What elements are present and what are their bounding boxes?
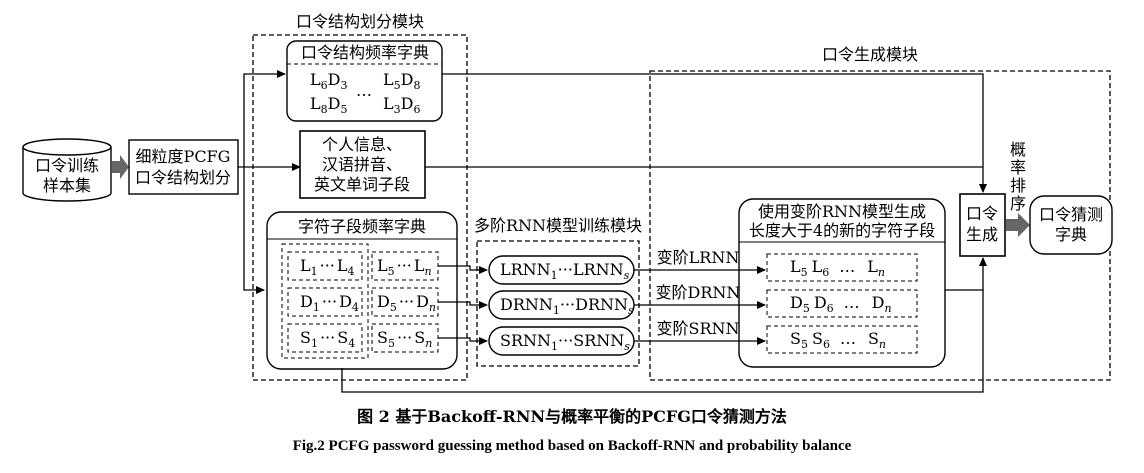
pcfg-split-box xyxy=(128,139,239,195)
char-dict-cell: D5···Dn xyxy=(377,292,436,314)
struct-dict-box xyxy=(286,40,443,122)
structure-module-box xyxy=(252,34,468,381)
struct-dict-title: 口令结构频率字典 xyxy=(301,43,429,62)
generate-box xyxy=(959,193,1006,257)
training-module-box xyxy=(476,240,640,367)
gen-box-title-line1: 使用变阶RNN模型生成 xyxy=(758,202,926,221)
personal-info-line2: 汉语拼音、 xyxy=(322,155,402,174)
rnn-l-label: LRNN1···LRNNs xyxy=(500,260,630,282)
char-dict-cell: S1···S4 xyxy=(300,328,355,350)
caption-english: Fig.2 PCFG password guessing method base… xyxy=(292,438,852,454)
structure-module-label: 口令结构划分模块 xyxy=(296,12,424,31)
char-dict-box xyxy=(266,211,458,370)
edge-label-srnn: 变阶SRNN xyxy=(656,319,739,338)
char-dict-title: 字符子段频率字典 xyxy=(298,217,426,236)
generation-module-label: 口令生成模块 xyxy=(822,45,918,64)
svg-text:率: 率 xyxy=(1010,158,1026,177)
svg-text:排: 排 xyxy=(1010,176,1026,195)
struct-dict-ellipsis: … xyxy=(356,81,372,100)
svg-text:序: 序 xyxy=(1010,194,1026,213)
pcfg-split-line1: 细粒度PCFG xyxy=(136,147,231,166)
char-dict-cell: L1···L4 xyxy=(300,256,355,278)
dataset-label-line2: 样本集 xyxy=(43,176,91,195)
edge-label-drnn: 变阶DRNN xyxy=(656,283,741,302)
struct-cell: L3D6 xyxy=(383,94,420,116)
thick-arrow-dataset xyxy=(112,155,129,179)
dataset-cylinder: 口令训练 样本集 xyxy=(22,138,112,202)
output-box xyxy=(1029,195,1113,255)
thick-arrow-output xyxy=(1006,213,1030,237)
edge-label-lrnn: 变阶LRNN xyxy=(657,248,740,267)
personal-info-line3: 英文单词子段 xyxy=(314,175,410,194)
flow-diagram: 口令结构划分模块 口令生成模块 多阶RNN模型训练模块 口令训练 样本集 细粒度… xyxy=(22,12,1113,393)
personal-info-line1: 个人信息、 xyxy=(322,135,402,154)
sort-label: 概 率 排 序 xyxy=(1010,140,1026,213)
gen-box-title-line2: 长度大于4的新的字符子段 xyxy=(749,221,935,240)
char-dict-cell: S5···Sn xyxy=(377,328,432,350)
caption-chinese: 图 2 基于Backoff-RNN与概率平衡的PCFG口令猜测方法 xyxy=(357,407,787,426)
struct-cell: L8D5 xyxy=(310,94,347,116)
dataset-label-line1: 口令训练 xyxy=(35,156,99,175)
generate-line2: 生成 xyxy=(966,225,998,244)
rnn-d-label: DRNN1···DRNNs xyxy=(500,295,634,317)
char-dict-cell: D1···D4 xyxy=(300,292,359,314)
gen-box xyxy=(738,198,946,368)
training-module-label: 多阶RNN模型训练模块 xyxy=(474,216,642,235)
pcfg-split-line2: 口令结构划分 xyxy=(135,168,231,187)
char-dict-cell: L5···Ln xyxy=(377,256,432,278)
char-dict-left-group xyxy=(281,243,369,359)
rnn-s-label: SRNN1···SRNNs xyxy=(500,331,630,353)
generate-line1: 口令 xyxy=(966,204,998,223)
svg-text:概: 概 xyxy=(1010,140,1026,159)
output-line2: 字典 xyxy=(1055,225,1087,244)
personal-info-box xyxy=(299,130,426,199)
struct-cell: L6D3 xyxy=(310,70,347,92)
struct-cell: L5D8 xyxy=(383,70,420,92)
output-line1: 口令猜测 xyxy=(1039,205,1103,224)
